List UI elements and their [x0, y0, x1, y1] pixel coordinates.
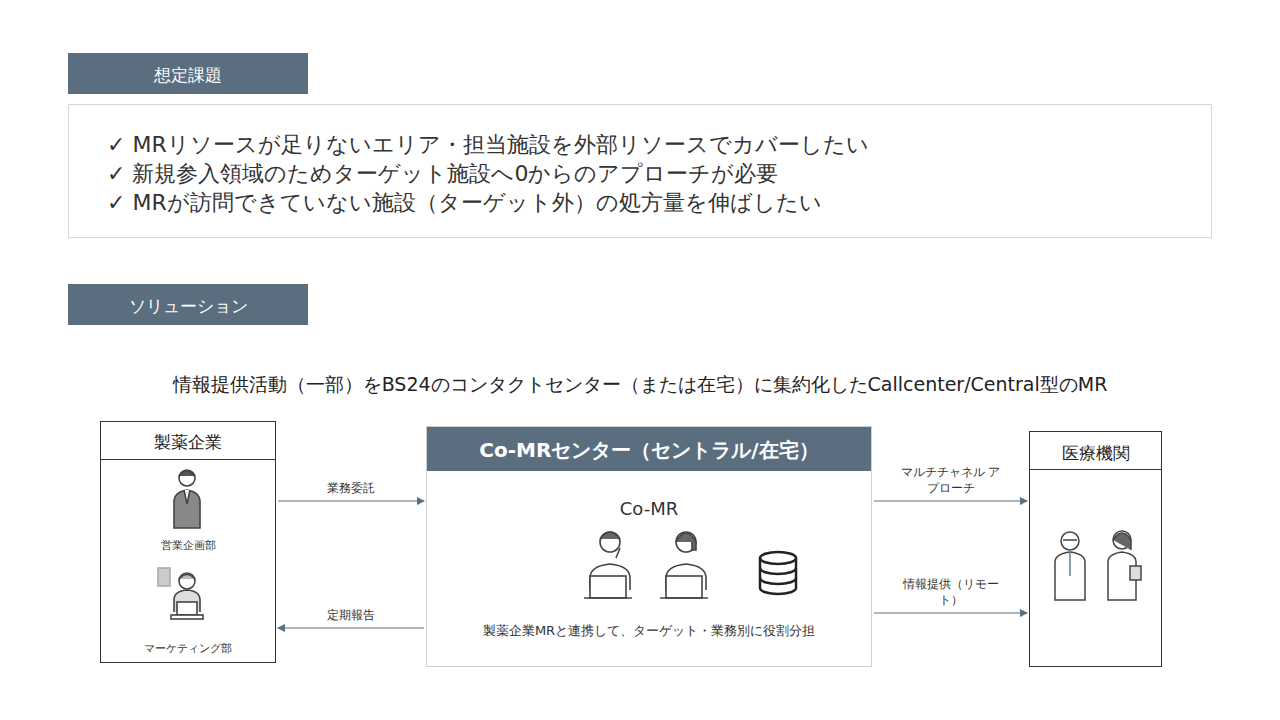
edge-label: 定期報告	[325, 607, 377, 623]
node-heading: 想定課題	[68, 64, 308, 86]
node-heading: ソリューション	[68, 295, 308, 317]
edge-label: 業務委託	[325, 480, 377, 496]
header-divider	[101, 459, 275, 460]
database-icon	[760, 552, 796, 594]
entity-box: 医療機関	[1029, 431, 1162, 667]
edge-label: マルチチャネル アプローチ	[894, 464, 1008, 496]
node-text: マーケティング部	[101, 642, 275, 656]
node-text: ✓ MRが訪問できていない施設（ターゲット外）の処方量を伸ばしたい	[107, 189, 822, 218]
entity-box: 製薬企業営業企画部マーケティング部	[100, 421, 276, 663]
node-heading: Co-MRセンター（セントラル/在宅）	[427, 437, 871, 463]
doctor-icon	[1055, 532, 1085, 600]
laptop-person-icon	[158, 568, 203, 619]
entity-box: Co-MRセンター（セントラル/在宅） Co-MR 製薬企業MRと連携して、ターゲッ…	[426, 426, 872, 667]
node-text: 製薬企業MRと連携して、ターゲット・業務別に役割分担	[427, 623, 871, 640]
connector-arrow	[874, 501, 1027, 502]
node-text: ✓ 新規参入領域のためターゲット施設へ0からのアプローチが必要	[107, 160, 778, 189]
edge-label: 情報提供（リモート）	[894, 576, 1008, 608]
node-heading: 製薬企業	[101, 431, 275, 453]
operator-icon	[584, 532, 632, 598]
connector-arrow	[278, 501, 424, 502]
section-band: ソリューション	[68, 284, 308, 325]
subtitle: 情報提供活動（一部）をBS24のコンタクトセンター（または在宅）に集約化したCa…	[0, 372, 1280, 398]
connector-arrow	[874, 613, 1027, 614]
businessman-icon	[174, 470, 200, 528]
nurse-icon	[1108, 531, 1141, 600]
node-text: 営業企画部	[101, 539, 275, 553]
node-text: ✓ MRリソースが足りないエリア・担当施設を外部リソースでカバーしたい	[107, 131, 869, 160]
node-heading: 医療機関	[1030, 442, 1161, 464]
header-divider	[1030, 469, 1161, 470]
issue-box: ✓ MRリソースが足りないエリア・担当施設を外部リソースでカバーしたい✓ 新規参…	[68, 104, 1212, 238]
operator-icon	[660, 532, 708, 598]
section-band: 想定課題	[68, 53, 308, 94]
connector-arrow	[278, 628, 424, 629]
node-text: Co-MR	[427, 497, 871, 520]
